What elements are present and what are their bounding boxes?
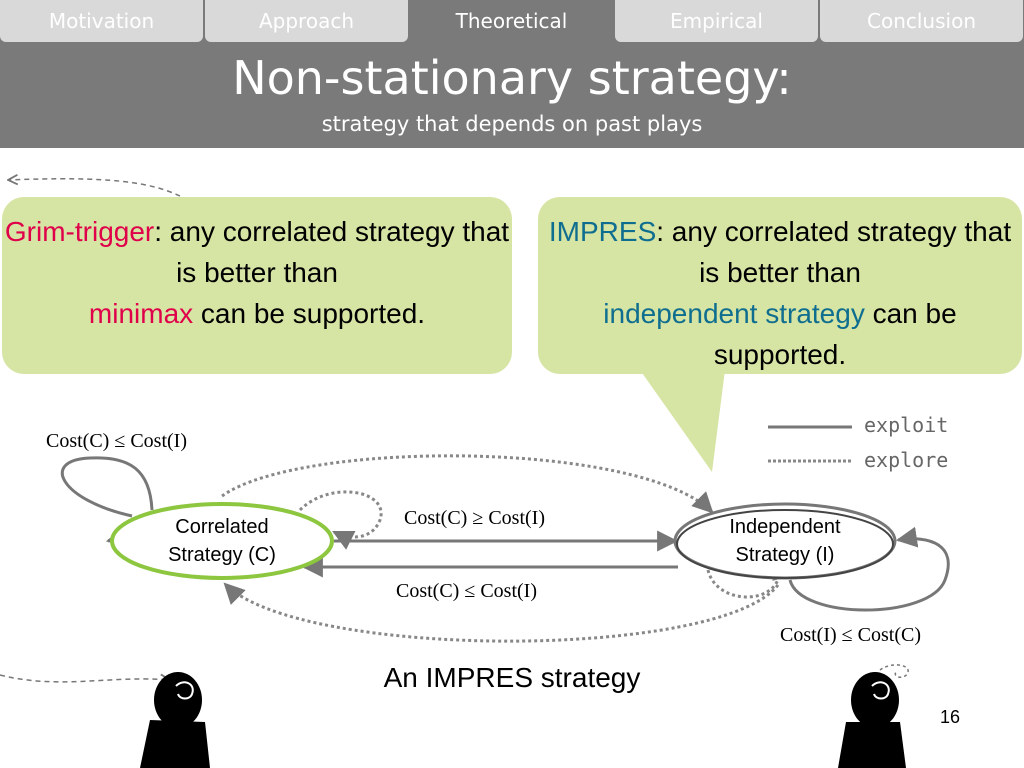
legend-exploit-label: exploit — [864, 413, 949, 437]
slide-header: Non-stationary strategy: strategy that d… — [0, 44, 1024, 148]
tab-conclusion[interactable]: Conclusion — [820, 0, 1023, 42]
figure-right-icon — [838, 672, 906, 768]
legend-explore-label: explore — [864, 448, 949, 472]
diagram-caption: An IMPRES strategy — [383, 662, 641, 693]
dashed-curl-right — [879, 664, 909, 678]
callout-grim-trigger: Grim-trigger: any correlated strategy th… — [2, 197, 512, 374]
node-independent-label: Independent Strategy (I) — [729, 516, 841, 566]
tab-theoretical[interactable]: Theoretical — [410, 0, 613, 44]
loop-exploit-i — [788, 526, 950, 612]
slide-subtitle: strategy that depends on past plays — [321, 112, 703, 136]
loop-exploit-c — [60, 456, 154, 518]
label-cost-bottom-right: Cost(I) ≤ Cost(C) — [780, 624, 921, 646]
tab-empirical[interactable]: Empirical — [615, 0, 818, 42]
label-cost-top-mid: Cost(C) ≥ Cost(I) — [404, 507, 545, 529]
callout-right-text2: can be supported. — [713, 298, 957, 370]
node-correlated-ellipse[interactable] — [110, 502, 334, 580]
loop-explore-c — [298, 490, 383, 550]
slide-title: Non-stationary strategy: — [232, 51, 792, 105]
callout-right-text1: : any correlated strategy that is better… — [656, 216, 1012, 288]
node-correlated-label: Correlated Strategy (C) — [168, 516, 276, 566]
term-grim-trigger: Grim-trigger — [4, 216, 155, 247]
callout-impres: IMPRES: any correlated strategy that is … — [538, 197, 1022, 374]
term-minimax: minimax — [88, 298, 194, 329]
dashed-path-top — [8, 179, 181, 197]
dashed-path-bottom — [0, 675, 170, 682]
label-cost-top-left: Cost(C) ≤ Cost(I) — [46, 430, 187, 452]
term-impres: IMPRES — [548, 216, 657, 247]
term-independent-strategy: independent strategy — [603, 298, 865, 329]
label-cost-bottom-mid: Cost(C) ≤ Cost(I) — [396, 580, 537, 602]
loop-explore-i — [706, 557, 793, 599]
nav-tabs: Motivation Approach Theoretical Empirica… — [0, 0, 1024, 44]
figure-left-icon — [140, 672, 210, 768]
page-number: 16 — [939, 707, 961, 727]
arc-explore-top — [221, 454, 714, 514]
callout-left-text2: can be supported. — [193, 298, 426, 329]
tab-approach[interactable]: Approach — [205, 0, 408, 42]
callout-left-text1: : any correlated strategy that is better… — [154, 216, 510, 288]
tab-motivation[interactable]: Motivation — [0, 0, 203, 42]
arc-explore-bottom — [223, 582, 780, 643]
callout-tail — [640, 370, 725, 472]
